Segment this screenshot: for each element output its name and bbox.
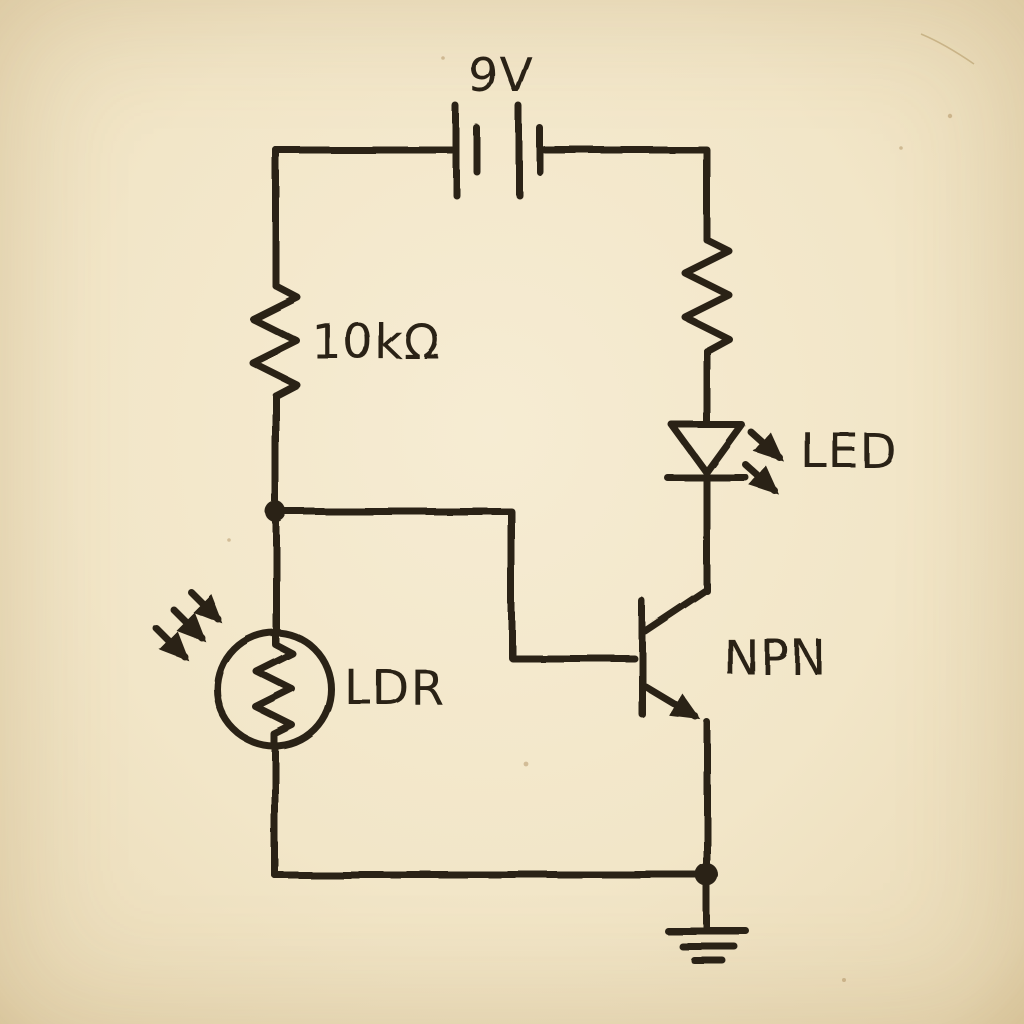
ldr-light-arrow-3: [152, 624, 189, 661]
paper-speck: [441, 56, 445, 60]
junction-dot-left: [265, 501, 287, 523]
transistor-emitter-arrow: [641, 682, 701, 720]
wire-base-feed: [272, 508, 638, 662]
paper-marks: [227, 33, 975, 982]
resistor-10k-symbol: [249, 282, 301, 400]
led-emission-arrow-1: [747, 428, 784, 462]
ink-layer: 9V 10kΩ LED N: [152, 48, 897, 964]
ldr-zigzag: [252, 627, 296, 750]
ground-symbol: [664, 880, 750, 964]
battery-voltage-label: 9V: [468, 48, 533, 104]
junction-dot-right: [695, 863, 719, 887]
ldr-light-arrow-2: [169, 605, 206, 642]
ldr-circle: [213, 628, 335, 750]
paper-speck: [899, 146, 903, 150]
wires: [271, 146, 711, 879]
collector-resistor-zigzag: [681, 236, 733, 355]
paper-speck: [523, 761, 529, 767]
ldr-light-arrow-1: [186, 587, 223, 624]
collector-resistor-symbol: [681, 236, 733, 355]
paper-scratch: [920, 33, 975, 65]
ldr-symbol: [152, 587, 335, 750]
paper-speck: [842, 978, 846, 982]
led-label: LED: [800, 423, 897, 479]
npn-transistor-symbol: [638, 587, 709, 720]
ldr-label: LDR: [344, 660, 444, 716]
resistor-10k-zigzag: [249, 282, 301, 400]
led-triangle: [668, 421, 746, 477]
wire-top-right: [541, 146, 711, 244]
paper-speck: [227, 538, 231, 542]
resistor-10k-label: 10kΩ: [312, 315, 442, 371]
battery-symbol: [452, 102, 544, 199]
led-symbol: [664, 421, 784, 496]
led-emission-arrow-2: [742, 461, 780, 496]
transistor-label: NPN: [723, 630, 827, 686]
paper-speck: [947, 113, 953, 119]
transistor-collector-lead: [641, 587, 709, 635]
